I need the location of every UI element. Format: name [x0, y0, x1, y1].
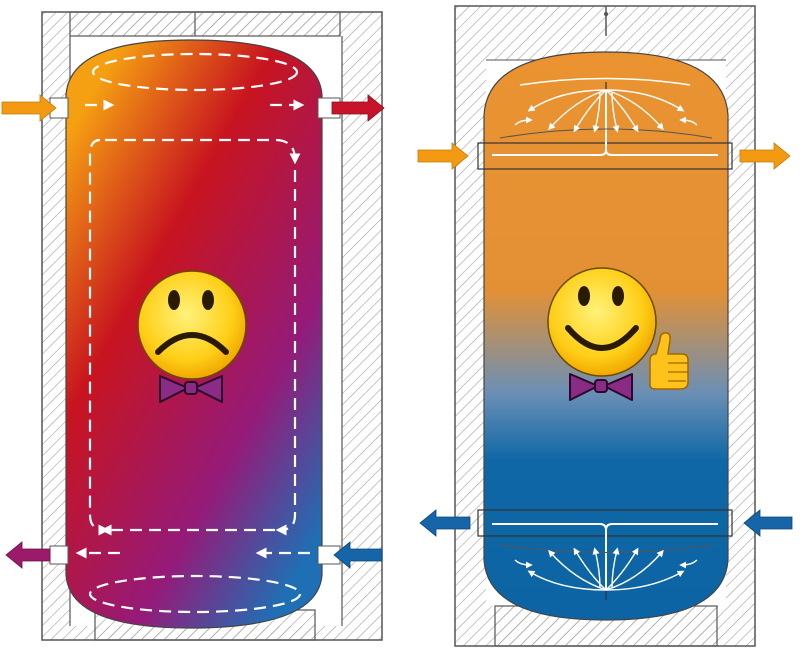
- left-inlet-top-arrow: [1, 94, 57, 122]
- sad-face-icon: [137, 270, 247, 380]
- bowtie-icon: [159, 375, 223, 403]
- left-outlet-top-arrow: [331, 94, 385, 122]
- right-bottom-distributor: [477, 509, 733, 600]
- right-outlet-bottom-arrow: [419, 509, 471, 537]
- right-tank: [417, 5, 793, 647]
- left-inlet-bottom-arrow: [333, 541, 383, 569]
- right-top-distributor: [477, 77, 733, 170]
- happy-face-icon: [547, 267, 657, 377]
- left-tank: [1, 11, 385, 641]
- left-outlet-bottom-arrow: [5, 541, 51, 569]
- left-flow-paths: [75, 52, 310, 614]
- bowtie-icon: [569, 373, 633, 401]
- right-inlet-bottom-arrow: [743, 509, 793, 537]
- right-outlet-top-arrow: [739, 142, 791, 170]
- right-inlet-top-arrow: [417, 142, 469, 170]
- thumbs-up-icon: [649, 332, 689, 390]
